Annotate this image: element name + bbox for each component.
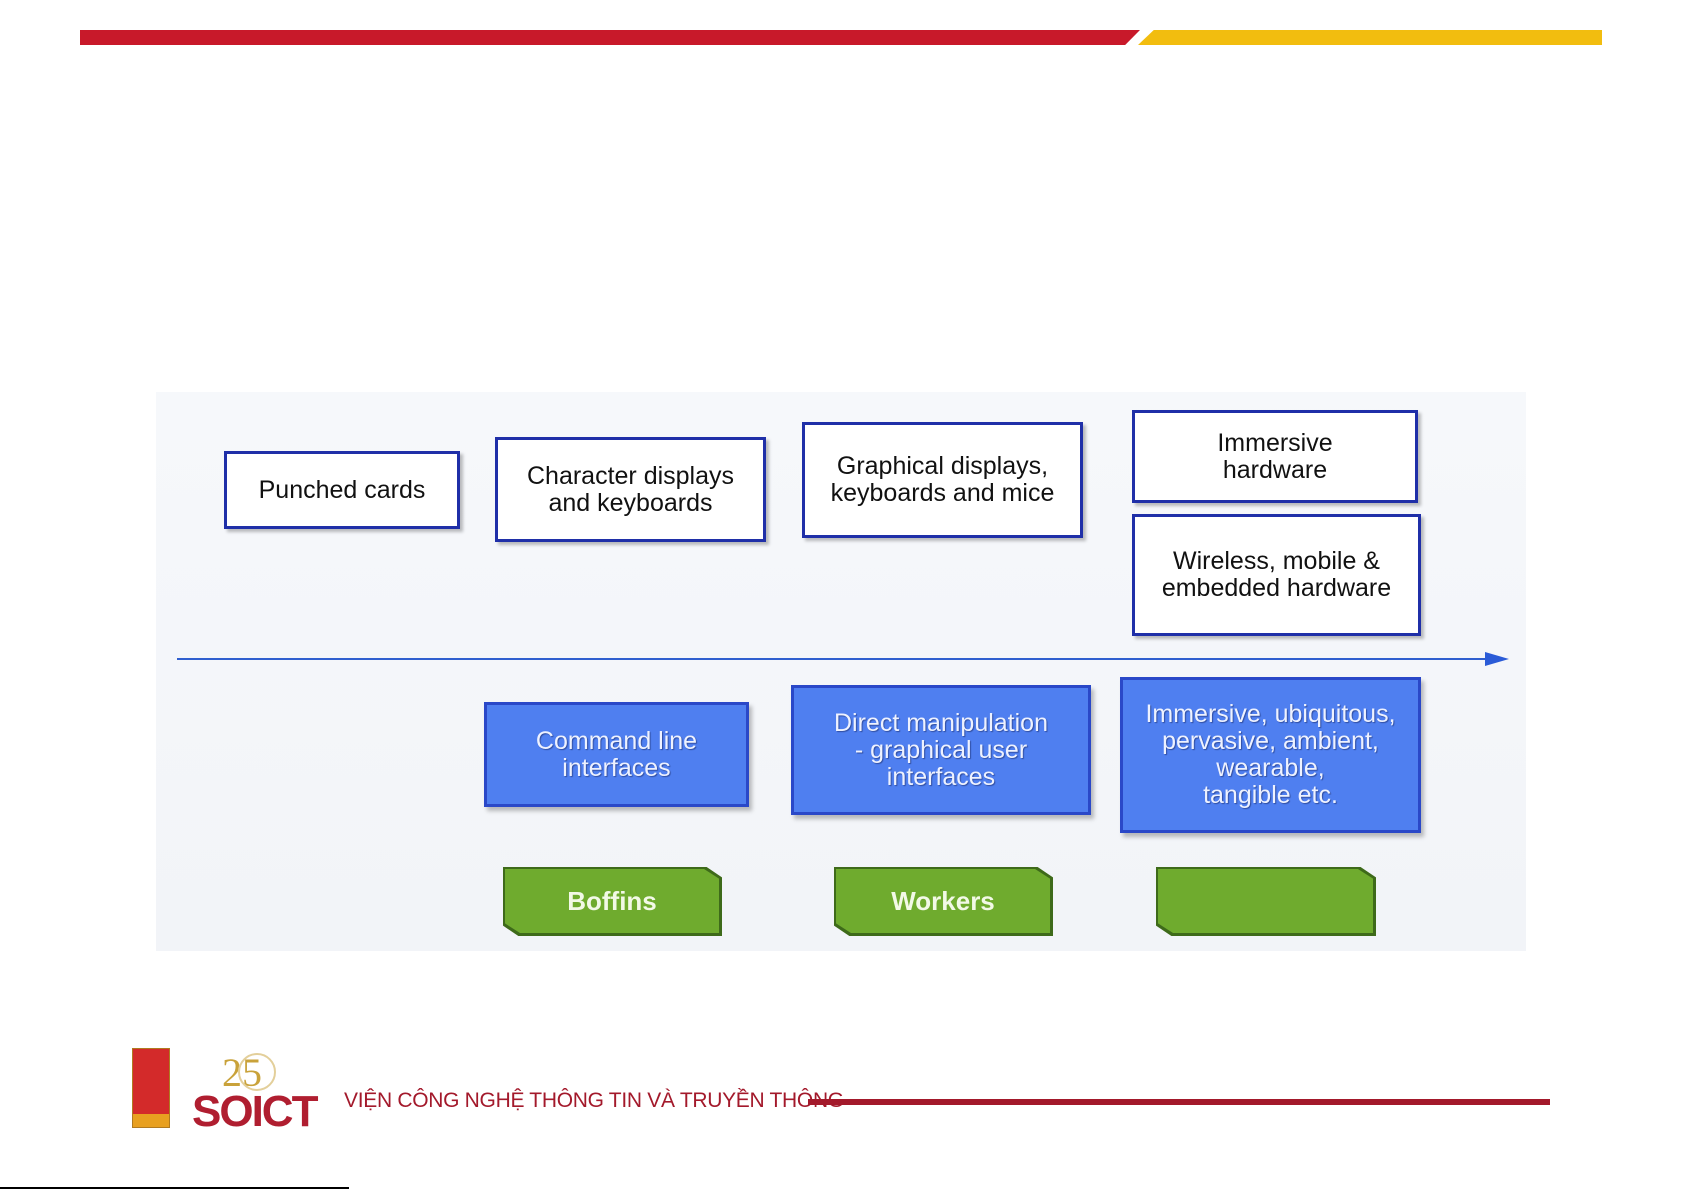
user-box-empty bbox=[1158, 869, 1373, 933]
svg-text:SOICT: SOICT bbox=[192, 1087, 319, 1128]
hardware-box-wireless: Wireless, mobile & embedded hardware bbox=[1132, 514, 1421, 636]
interface-box-command-line: Command line interfaces bbox=[484, 702, 749, 807]
svg-text:25: 25 bbox=[222, 1050, 262, 1095]
institute-name: VIỆN CÔNG NGHỆ THÔNG TIN VÀ TRUYỀN THÔNG bbox=[344, 1089, 844, 1112]
hardware-box-immersive: Immersive hardware bbox=[1132, 410, 1418, 503]
hardware-box-graphical-displays: Graphical displays, keyboards and mice bbox=[802, 422, 1083, 538]
interface-box-immersive: Immersive, ubiquitous, pervasive, ambien… bbox=[1120, 677, 1421, 833]
soict-logo: 25 SOICT bbox=[132, 1048, 322, 1128]
hardware-box-character-displays: Character displays and keyboards bbox=[495, 437, 766, 542]
header-yellow-bar bbox=[1138, 30, 1602, 45]
timeline-arrow bbox=[177, 652, 1509, 666]
bottom-rule bbox=[0, 1187, 349, 1189]
footer-divider bbox=[808, 1099, 1550, 1105]
hardware-box-punched-cards: Punched cards bbox=[224, 451, 460, 529]
arrow-head-icon bbox=[1485, 652, 1509, 666]
soict-logo-graphic: 25 SOICT bbox=[192, 1050, 321, 1128]
user-box-boffins: Boffins bbox=[505, 869, 719, 933]
user-box-workers: Workers bbox=[836, 869, 1050, 933]
header-red-bar bbox=[80, 30, 1140, 45]
interface-box-direct-manipulation: Direct manipulation - graphical user int… bbox=[791, 685, 1091, 815]
bach-khoa-emblem bbox=[132, 1048, 170, 1128]
